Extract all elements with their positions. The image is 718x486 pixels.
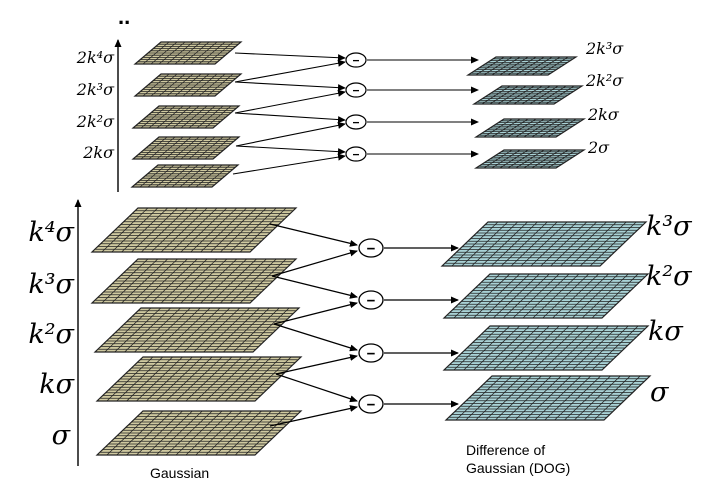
top-gaussian-plane: [133, 41, 243, 65]
top-dog-stack: [465, 56, 587, 169]
bottom-input-arrow: [269, 405, 358, 427]
top-gaussian-plane: [131, 136, 241, 160]
svg-text:−: −: [352, 116, 359, 130]
svg-text:−: −: [367, 293, 376, 310]
bottom-subtract-node: −: [358, 394, 384, 414]
top-input-arrow: [234, 59, 346, 83]
gaussian-caption: Gaussian: [150, 465, 209, 481]
top-input-arrow: [232, 153, 346, 175]
bottom-gaussian-plane: [95, 356, 303, 402]
top-dog-plane: [465, 56, 579, 76]
bottom-gaussian-plane: [90, 207, 298, 253]
top-dog-label: 2kσ: [587, 105, 620, 124]
top-gaussian-stack: [130, 41, 243, 188]
top-dog-plane: [471, 85, 585, 105]
top-dog-label: 2σ: [587, 138, 610, 157]
bottom-input-arrow: [271, 249, 358, 277]
svg-text:−: −: [352, 148, 359, 162]
bottom-subtract-node: −: [358, 290, 384, 310]
top-dog-label: 2k²σ: [585, 71, 624, 90]
bottom-input-arrow: [275, 354, 358, 375]
bottom-scale-label: k²σ: [28, 319, 75, 350]
bottom-gaussian-plane: [95, 410, 303, 456]
svg-text:−: −: [367, 241, 376, 258]
top-subtract-node: −: [345, 52, 367, 68]
svg-text:−: −: [352, 54, 359, 68]
continuation-dots: ..: [118, 4, 130, 29]
top-input-arrow: [234, 52, 346, 62]
svg-text:−: −: [352, 84, 359, 98]
top-gaussian-plane: [133, 73, 243, 97]
top-subtract-node: −: [345, 146, 367, 162]
bottom-scale-label: k³σ: [28, 269, 75, 300]
bottom-dog-label: k²σ: [646, 261, 693, 292]
bottom-dog-plane: [444, 375, 652, 421]
dog-caption-line1: Difference of: [466, 442, 545, 458]
bottom-dog-plane: [442, 273, 650, 319]
bottom-arrows: [269, 223, 459, 427]
bottom-scale-label: σ: [52, 420, 72, 451]
bottom-subtract-node: −: [358, 238, 384, 258]
svg-text:−: −: [367, 346, 376, 363]
bottom-dog-plane: [440, 221, 648, 267]
bottom-dog-label: σ: [650, 377, 670, 408]
bottom-scale-label: kσ: [39, 369, 75, 400]
bottom-input-arrow: [273, 323, 358, 352]
top-dog-label: 2k³σ: [585, 39, 624, 58]
bottom-input-arrow: [269, 223, 358, 247]
bottom-input-arrow: [273, 301, 358, 325]
top-input-arrow: [234, 112, 346, 124]
top-input-arrow: [234, 81, 346, 92]
bottom-dog-label: kσ: [648, 316, 684, 347]
svg-text:−: −: [367, 397, 376, 414]
top-scale-label: 2k³σ: [76, 80, 115, 99]
top-input-arrow: [235, 145, 346, 156]
bottom-dog-plane: [442, 325, 650, 371]
bottom-dog-label: k³σ: [646, 211, 693, 242]
bottom-subtract-node: −: [358, 343, 384, 363]
top-gaussian-plane: [130, 164, 240, 188]
top-dog-plane: [473, 149, 587, 169]
bottom-scale-label: k⁴σ: [28, 217, 75, 248]
bottom-gaussian-plane: [93, 307, 301, 353]
bottom-input-arrow: [271, 275, 358, 299]
dog-caption-line2: Gaussian (DOG): [466, 460, 570, 476]
top-arrows: [232, 52, 479, 175]
bottom-input-arrow: [275, 373, 358, 403]
top-input-arrow: [234, 89, 346, 114]
top-scale-label: 2k²σ: [76, 112, 115, 131]
top-gaussian-plane: [131, 105, 241, 129]
top-subtract-node: −: [345, 114, 367, 130]
bottom-gaussian-stack: [90, 207, 303, 456]
top-dog-plane: [473, 118, 587, 138]
bottom-gaussian-plane: [90, 258, 298, 304]
top-scale-label: 2k⁴σ: [76, 48, 115, 67]
top-input-arrow: [235, 121, 346, 147]
top-subtract-node: −: [345, 82, 367, 98]
top-scale-label: 2kσ: [82, 143, 115, 162]
bottom-dog-stack: [440, 221, 652, 421]
